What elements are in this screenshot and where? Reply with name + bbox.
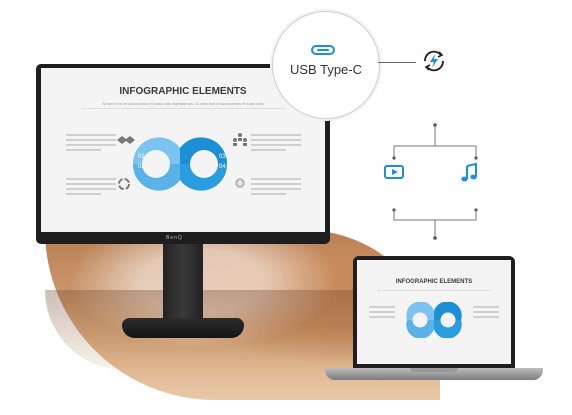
laptop-notch: [410, 368, 458, 372]
monitor-stand-neck: [163, 244, 203, 322]
text-block-right-top: [251, 134, 301, 154]
monitor-screen-title: INFOGRAPHIC ELEMENTS: [119, 86, 247, 97]
people-icon: [233, 133, 247, 146]
label-01: 01: [138, 154, 145, 160]
monitor-screen-divider: [81, 108, 285, 109]
label-04: 04: [219, 164, 226, 170]
text-block-left-bottom: [66, 178, 116, 198]
laptop-screen-title: INFOGRAPHIC ELEMENTS: [395, 279, 473, 285]
laptop-screen-divider: [377, 290, 491, 291]
flow-connector-lines: [392, 123, 478, 240]
laptop-base: [325, 368, 543, 380]
monitor-screen-subtitle: At vero eos et accusamus et iusto odio d…: [102, 101, 264, 106]
laptop-screen: INFOGRAPHIC ELEMENTS: [357, 260, 511, 364]
text-block-left-top: [66, 134, 116, 154]
laptop-text-right: [473, 306, 499, 321]
target-icon: [235, 178, 245, 188]
label-02: 02: [138, 164, 145, 170]
laptop-text-left: [369, 306, 395, 321]
usb-c-port-icon: [311, 45, 335, 55]
laptop-infinity-infographic: [406, 302, 462, 338]
brand-logo: BenQ: [166, 235, 183, 241]
music-note-icon: [461, 162, 477, 182]
handshake-icon: [117, 136, 135, 144]
monitor-stand-base: [122, 318, 244, 338]
label-03: 03: [219, 154, 226, 160]
monitor-screen: INFOGRAPHIC ELEMENTS At vero eos et accu…: [41, 68, 325, 233]
text-block-right-bottom: [251, 178, 301, 198]
usb-connector-line: [378, 62, 416, 63]
infinity-infographic: [132, 137, 228, 191]
recycle-icon: [118, 178, 130, 190]
usb-callout-circle: [272, 11, 380, 119]
monitor-chin: [36, 232, 330, 244]
video-play-icon: [384, 165, 404, 179]
usb-label: USB Type-C: [289, 62, 362, 77]
charging-icon: [424, 50, 444, 72]
